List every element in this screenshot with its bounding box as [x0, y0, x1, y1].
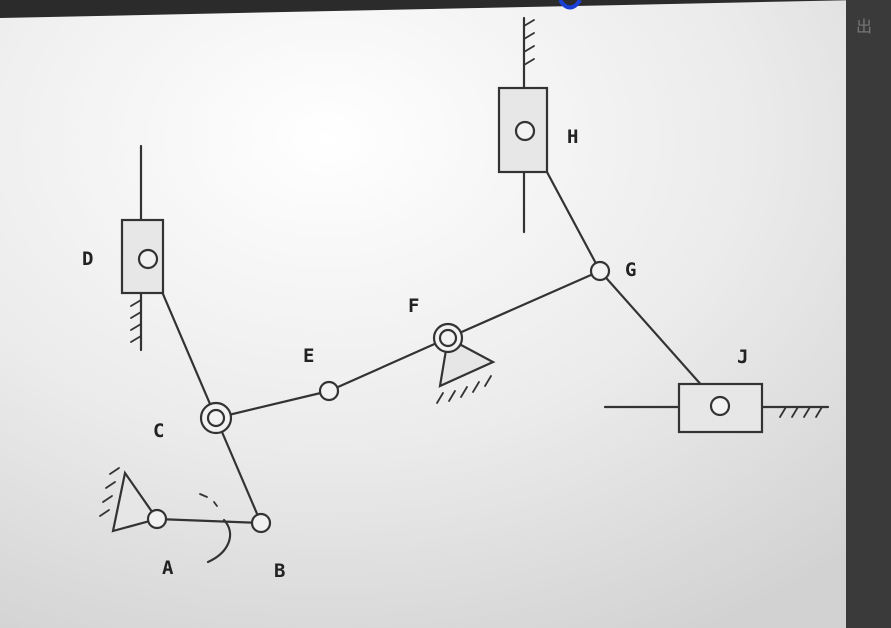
joint-g — [589, 260, 611, 282]
label-g: G — [625, 259, 636, 281]
joint-j — [709, 395, 731, 417]
edge-text: 出 — [856, 17, 872, 36]
slider-d-guide — [130, 144, 143, 352]
slider-j-guide — [603, 405, 830, 418]
crank-angle-marks — [199, 493, 218, 507]
joint-h — [514, 120, 536, 142]
joint-c — [206, 408, 226, 428]
link-fg — [446, 269, 602, 340]
joint-b — [250, 512, 272, 534]
label-c: C — [153, 420, 164, 442]
joint-f — [438, 328, 458, 348]
link-bc — [214, 416, 263, 525]
joint-e — [318, 380, 340, 402]
label-h: H — [567, 126, 578, 148]
label-j: J — [737, 346, 748, 368]
label-b: B — [274, 560, 285, 582]
ground-pivot-a — [99, 467, 159, 533]
label-f: F — [408, 295, 419, 317]
label-d: D — [82, 248, 93, 270]
label-a: A — [162, 557, 174, 579]
joint-a — [146, 508, 168, 530]
link-ab — [155, 517, 263, 525]
link-ce — [214, 389, 331, 420]
crank-rotation-arc — [206, 518, 232, 564]
joint-d — [137, 248, 159, 270]
pen-mark-icon — [558, 0, 582, 10]
slider-h-guide — [522, 16, 535, 234]
label-e: E — [303, 345, 314, 367]
link-ef — [327, 336, 450, 393]
